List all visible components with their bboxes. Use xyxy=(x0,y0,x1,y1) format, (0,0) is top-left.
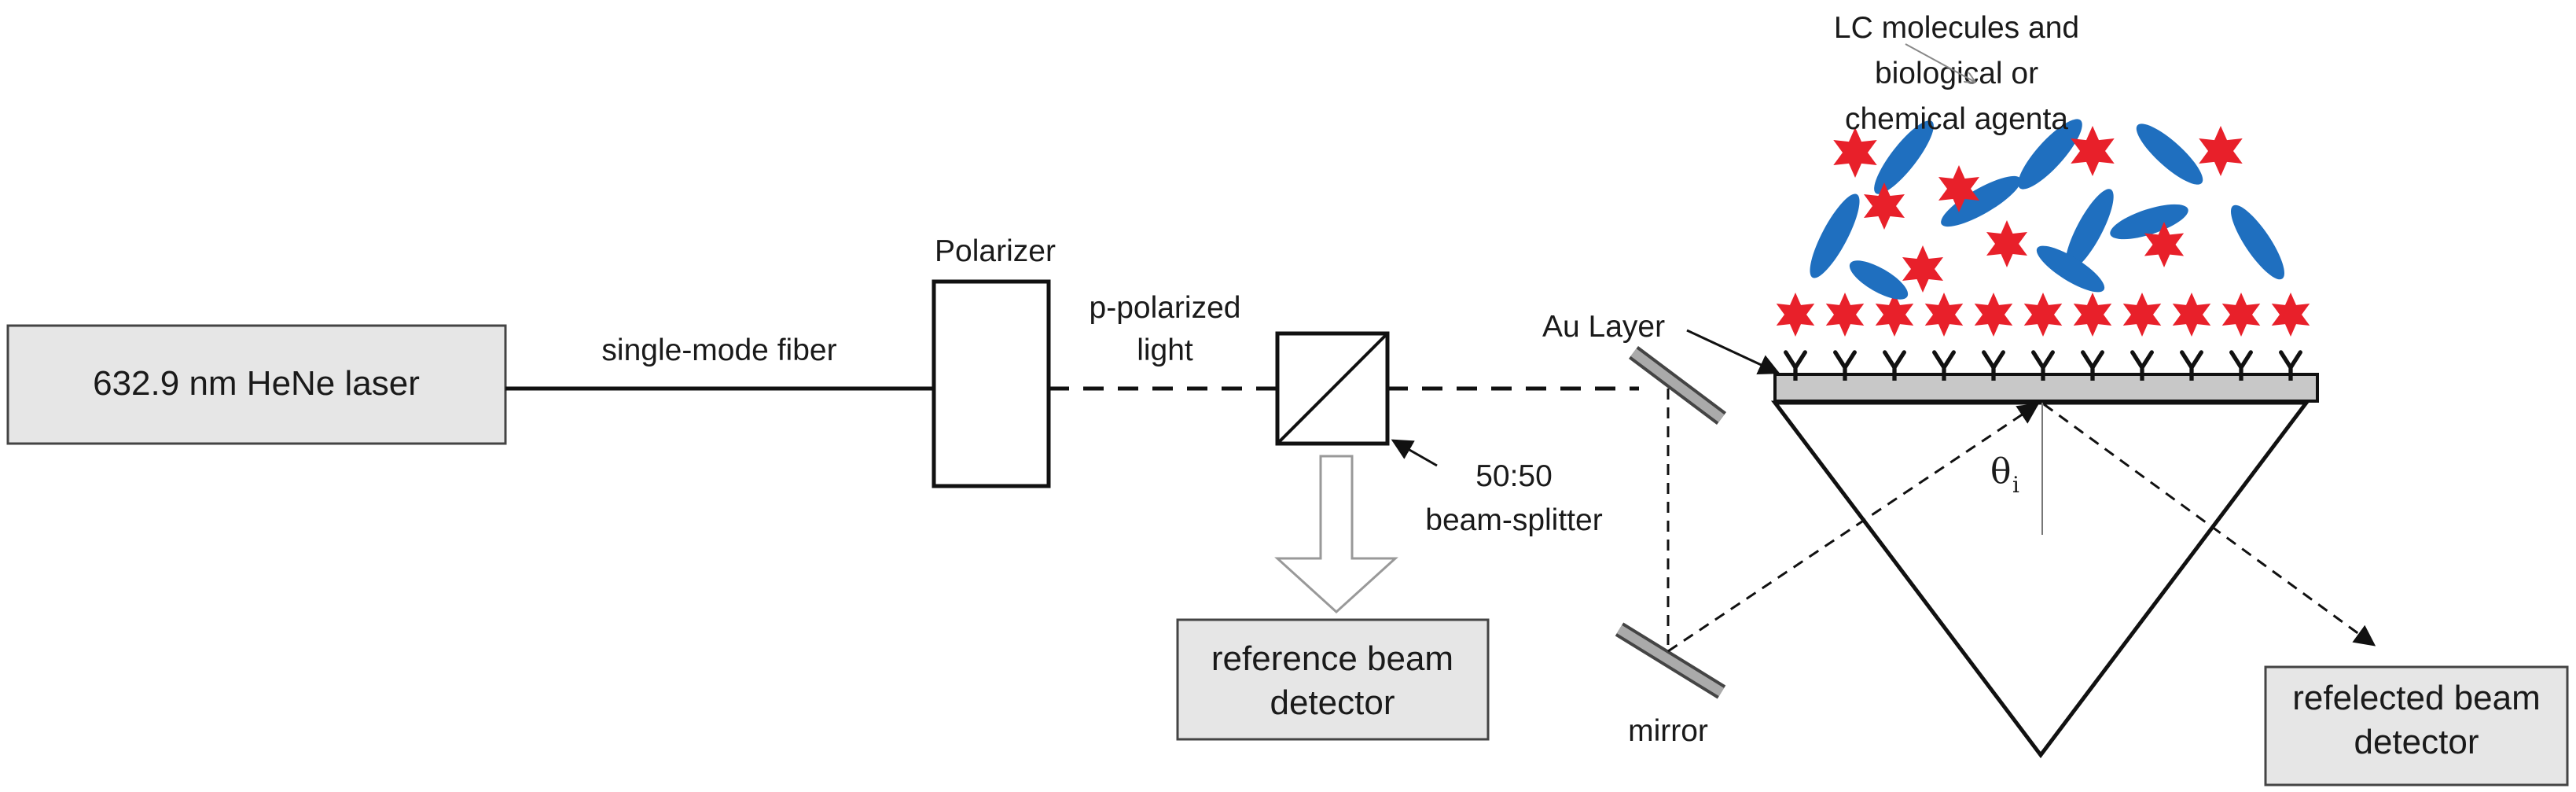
reflected-beam-detector: refelected beam detector xyxy=(2264,665,2569,786)
splitter-pointer xyxy=(1391,439,1438,467)
reflected-beam xyxy=(2043,403,2376,646)
agent-star xyxy=(1924,293,1964,337)
agent-star xyxy=(1864,182,1905,230)
agent-star xyxy=(1875,293,1914,337)
molecules-label-line3: chemical agenta xyxy=(1845,102,2068,136)
laser-box xyxy=(6,324,507,445)
lc-molecule xyxy=(2136,123,2203,185)
agent-star xyxy=(1825,293,1865,337)
reference-beam-arrow xyxy=(1274,455,1398,614)
splitter-label-line2: beam-splitter xyxy=(1425,503,1602,537)
mirror-label: mirror xyxy=(1628,714,1708,748)
agent-star xyxy=(2199,126,2243,176)
reflected-detector-label-line1: refelected beam xyxy=(2292,679,2541,717)
lc-molecule xyxy=(1810,193,1860,278)
polarizer: Polarizer xyxy=(932,234,1056,488)
lc-molecule xyxy=(2036,245,2105,293)
lc-molecule xyxy=(2018,119,2082,190)
light-label-line2: light xyxy=(1137,333,1193,367)
reference-detector-box xyxy=(1176,618,1490,741)
lower-mirror-face xyxy=(1616,624,1725,697)
splitter-label-line1: 50:50 xyxy=(1475,459,1553,493)
reference-detector-label-line1: reference beam xyxy=(1211,639,1453,678)
lc-molecules xyxy=(1810,119,2285,300)
polarizer-box xyxy=(932,279,1051,488)
agent-star xyxy=(2271,293,2310,337)
bound-agent-row xyxy=(1776,293,2310,337)
reflected-detector-box xyxy=(2264,665,2569,786)
lc-molecule xyxy=(1849,260,1909,300)
agent-star xyxy=(1986,220,2027,267)
incidence-angle-subscript: i xyxy=(2012,472,2019,498)
lc-molecule xyxy=(1941,175,2021,227)
reference-detector-label-line2: detector xyxy=(1270,683,1395,722)
agent-star xyxy=(2023,293,2063,337)
beam-splitter-diagonal xyxy=(1276,332,1389,445)
laser-label: 632.9 nm HeNe laser xyxy=(93,364,420,403)
reference-beam-detector: reference beam detector xyxy=(1176,618,1490,741)
lc-molecule xyxy=(2110,204,2188,240)
incidence-angle-symbol: θ xyxy=(1990,451,2012,492)
upper-mirror-face xyxy=(1630,348,1725,422)
polarizer-label: Polarizer xyxy=(935,234,1056,268)
lc-molecule xyxy=(2065,189,2114,271)
reflected-detector-label-line2: detector xyxy=(2354,723,2479,761)
fiber-label: single-mode fiber xyxy=(601,333,836,367)
agent-star xyxy=(1902,245,1943,293)
au-layer xyxy=(1773,373,2319,403)
laser-source: 632.9 nm HeNe laser xyxy=(6,324,507,445)
agent-star xyxy=(2122,293,2162,337)
molecules-label-line2: biological or xyxy=(1875,57,2038,90)
agent-star xyxy=(1974,293,2013,337)
agent-star xyxy=(2073,293,2112,337)
molecules-label-line1: LC molecules and xyxy=(1834,11,2079,45)
au-layer-label: Au Layer xyxy=(1542,310,1665,344)
au-layer-pointer xyxy=(1686,329,1780,374)
agent-star xyxy=(2221,293,2261,337)
prism xyxy=(1770,400,2311,759)
agent-star xyxy=(2172,293,2211,337)
beam-splitter xyxy=(1275,331,1390,446)
molecules-pointer xyxy=(1905,43,1975,82)
light-label-line1: p-polarized xyxy=(1090,291,1241,325)
lc-molecule xyxy=(2230,204,2285,280)
agent-star xyxy=(1776,293,1815,337)
lc-molecule xyxy=(1874,120,1934,194)
